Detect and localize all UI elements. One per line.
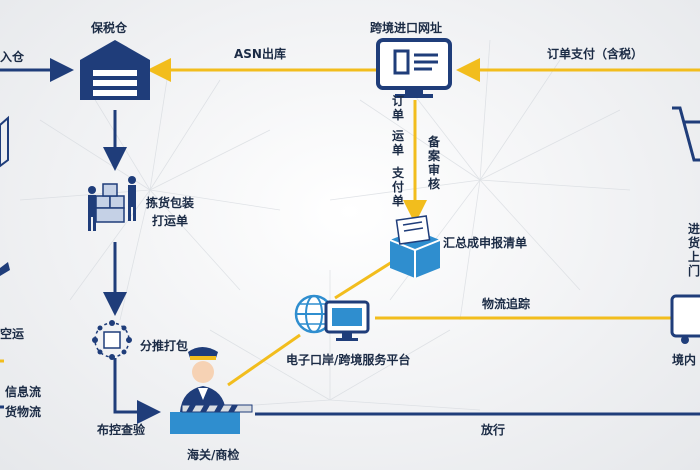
airplane-icon [0, 262, 10, 276]
inbound-package-icon [0, 115, 9, 168]
label-pick-pack-1: 拣货包装 [146, 196, 195, 210]
label-air-transport: 空运 [0, 327, 25, 341]
label-order: 订单 [391, 94, 404, 122]
label-sort-pack: 分推打包 [140, 339, 189, 353]
legend-info-flow: 信息流 [5, 385, 42, 399]
label-asn-out: ASN出库 [234, 47, 286, 61]
edge-summary-to-platform [334, 260, 393, 300]
warehouse-icon [80, 40, 150, 100]
shopping-cart-icon [672, 106, 700, 162]
label-logistics-tracking: 物流追踪 [482, 297, 531, 311]
label-control-check: 布控查验 [97, 423, 146, 437]
label-summary-declaration: 汇总成申报清单 [443, 236, 528, 250]
label-inbound: 入仓 [0, 50, 25, 64]
delivery-truck-icon [670, 294, 700, 344]
label-payment: 支付单 [391, 166, 404, 208]
label-right-vertical: 进货上门 [687, 222, 700, 278]
website-icon [376, 38, 452, 98]
customs-officer-icon [170, 347, 253, 434]
label-release: 放行 [481, 423, 506, 437]
label-waybill: 运单 [391, 129, 404, 157]
sort-pack-icon [92, 320, 132, 360]
label-website: 跨境进口网址 [370, 21, 443, 35]
label-customs: 海关/商检 [187, 448, 240, 462]
label-filing: 备案审核 [427, 135, 440, 191]
label-domestic: 境内 [672, 353, 697, 367]
legend-goods-flow: 货物流 [5, 405, 42, 419]
edge-sort-to-check [113, 358, 161, 424]
label-order-pay: 订单支付（含税） [547, 47, 644, 61]
edge-platform-to-customs [227, 333, 301, 387]
label-pick-pack-2: 打运单 [152, 214, 189, 228]
label-platform: 电子口岸/跨境服务平台 [286, 353, 411, 367]
pick-pack-icon [88, 176, 136, 231]
declaration-box-icon [389, 215, 441, 278]
label-bonded-warehouse: 保税仓 [91, 21, 128, 35]
platform-icon [294, 294, 370, 341]
